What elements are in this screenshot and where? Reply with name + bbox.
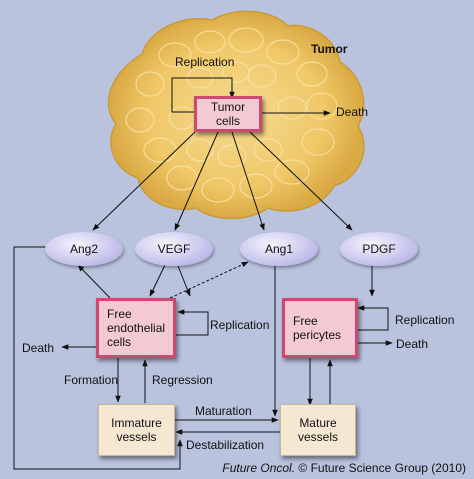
tumor-label: Tumor [311, 42, 348, 56]
mature-vessels-box: Mature vessels [280, 404, 356, 456]
tumor-replication-label: Replication [175, 55, 235, 69]
immature-vessels-box: Immature vessels [98, 404, 175, 456]
destabilization-label: Destabilization [186, 438, 265, 452]
ang2-destabilization-path [13, 246, 183, 470]
endothelial-death-label: Death [22, 341, 55, 355]
journal-name: Future Oncol. [222, 461, 296, 475]
ang2-factor: Ang2 [45, 232, 123, 266]
vegf-to-endothelial-arrow-2 [177, 265, 191, 297]
tumor-death-label: Death [336, 105, 369, 119]
endothelial-to-ang1-arrow [169, 261, 249, 299]
free-pericytes-box: Free pericytes [282, 298, 358, 358]
pericytes-replication-label: Replication [395, 313, 455, 327]
tumor-to-ang2-arrow [92, 131, 196, 231]
free-endothelial-cells-box: Free endothelial cells [96, 298, 176, 358]
pdgf-factor: PDGF [340, 232, 418, 266]
tumor-to-ang1-arrow [231, 131, 265, 231]
tumor-to-vegf-arrow [174, 131, 219, 231]
copyright-text: © Future Science Group (2010) [295, 461, 466, 475]
ang1-factor: Ang1 [240, 232, 318, 266]
endothelial-to-ang2-arrow [77, 264, 111, 299]
tumor-replication-loop [171, 77, 235, 113]
tumor-cells-box: Tumor cells [194, 96, 262, 132]
source-credit: Future Oncol. © Future Science Group (20… [222, 461, 466, 475]
pericytes-death-label: Death [396, 337, 429, 351]
regression-label: Regression [152, 373, 213, 387]
formation-label: Formation [64, 373, 119, 387]
endothelial-replication-label: Replication [210, 318, 270, 332]
tumor-to-pdgf-arrow [249, 131, 353, 231]
vegf-to-endothelial-arrow [149, 264, 166, 297]
endothelial-replication-loop [176, 309, 209, 336]
vegf-factor: VEGF [135, 232, 213, 266]
pericytes-replication-loop [355, 305, 389, 331]
maturation-label: Maturation [195, 404, 252, 418]
